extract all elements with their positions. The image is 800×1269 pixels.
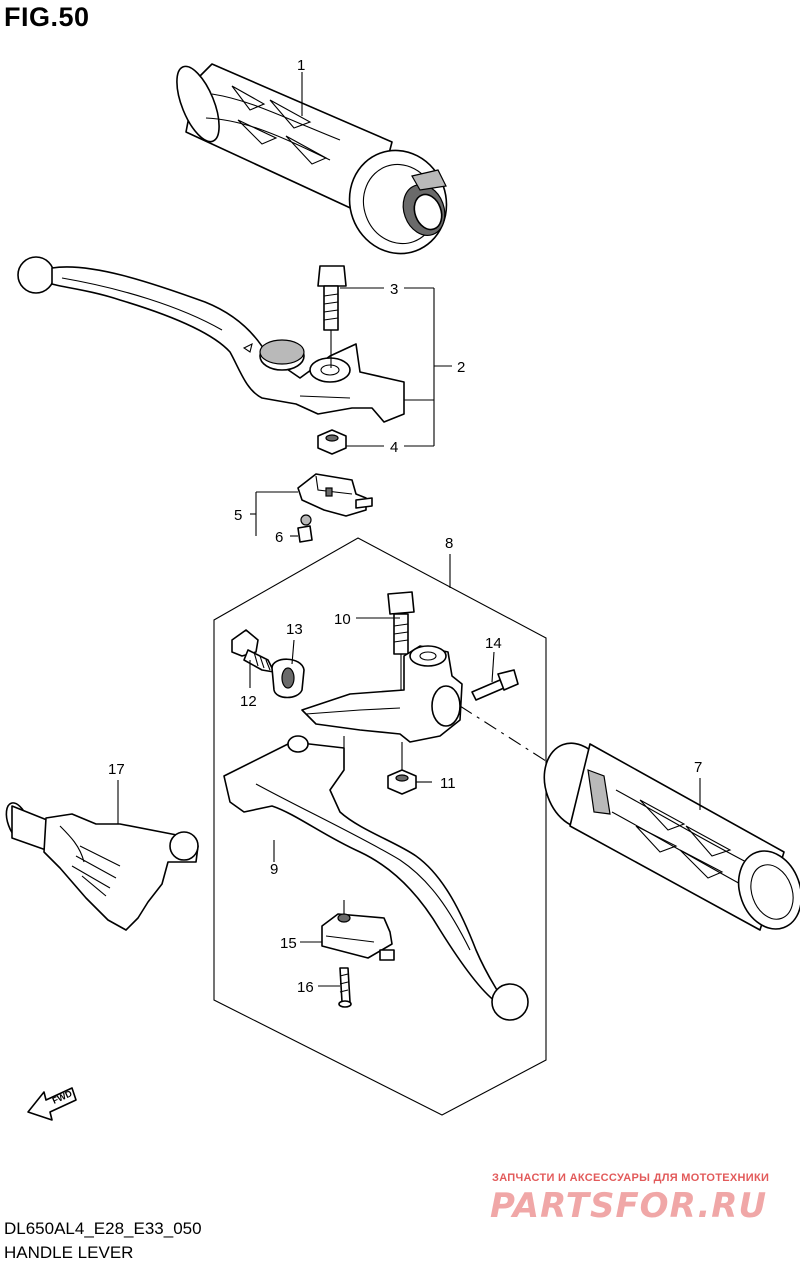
pivot-nut [317,429,347,455]
callout-8: 8 [445,535,453,552]
clutch-lever-holder [301,645,561,771]
callout-16: 16 [297,979,314,996]
leader-lines [117,72,701,987]
callout-11: 11 [440,775,456,792]
throttle-grip [176,63,448,255]
clutch-lever [223,735,529,1021]
front-brake-switch [297,473,373,517]
callout-numbers: 1 2 3 4 5 6 7 8 9 10 11 12 13 14 15 16 1… [108,57,702,996]
clutch-pivot-nut [387,742,417,795]
callout-5: 5 [234,507,242,524]
callout-3: 3 [390,281,398,298]
callout-7: 7 [694,759,702,776]
callout-15: 15 [280,935,297,952]
callout-12: 12 [240,693,257,710]
callout-13: 13 [286,621,303,638]
callout-6: 6 [275,529,283,546]
diagram-code: DL650AL4_E28_E33_050 [4,1219,202,1238]
callout-17: 17 [108,761,125,778]
figure-title: FIG.50 [4,2,90,32]
callout-4: 4 [390,439,398,456]
clamp-screw [471,669,519,701]
lever-pivot-bolt [317,265,347,368]
switch-screw [297,514,313,543]
clutch-assembly-outline [213,537,547,1116]
mirror-bolt [231,629,275,673]
callout-14: 14 [485,635,502,652]
clutch-pivot-bolt [387,591,415,700]
left-grip-guard [5,802,199,931]
left-handle-grip [543,742,800,931]
clutch-switch-screw [338,967,352,1008]
watermark-brand: PARTSFOR.RU [490,1186,768,1226]
callout-2: 2 [457,359,465,376]
callout-9: 9 [270,861,278,878]
diagram-name: HANDLE LEVER [4,1243,134,1262]
watermark-tagline: ЗАПЧАСТИ И АКСЕССУАРЫ ДЛЯ МОТОТЕХНИКИ [492,1172,770,1184]
callout-10: 10 [334,611,351,628]
forward-direction-arrow: FWD [27,1087,77,1121]
clutch-switch [321,900,395,961]
brake-lever [17,256,405,423]
clamp-collar [271,658,305,699]
callout-1: 1 [297,57,305,74]
